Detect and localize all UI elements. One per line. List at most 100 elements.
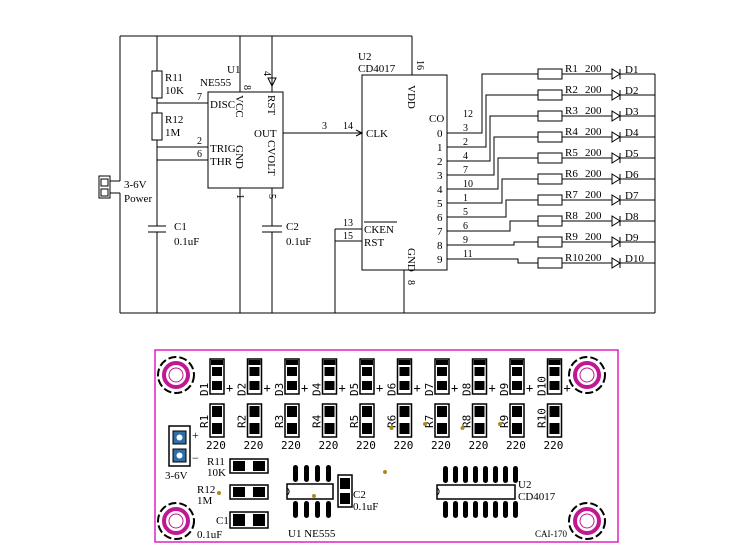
led-resistor-value-10: 200 <box>585 252 602 264</box>
led-resistor-ref-2: R2 <box>565 84 578 96</box>
net-3-label: 3 <box>322 121 327 132</box>
led-resistor-4 <box>537 131 563 143</box>
pcb-resistor-value-1: 220 <box>206 439 226 452</box>
pcb-r11-value: 10K <box>207 467 226 479</box>
output-wire-6 <box>447 178 538 204</box>
c1-value: 0.1uF <box>174 236 199 248</box>
pcb-led-label-3: D3 <box>273 383 286 396</box>
led-ref-6: D6 <box>625 169 639 181</box>
led-resistor-ref-6: R6 <box>565 168 578 180</box>
pcb-resistor-footprint-3 <box>284 403 300 438</box>
u1-pin8: 8 <box>241 85 252 90</box>
pcb-led-label-2: D2 <box>236 383 249 396</box>
pcb-led-plus-9: + <box>526 381 533 395</box>
pcb-resistor-value-10: 220 <box>544 439 564 452</box>
pcb-led-label-1: D1 <box>198 383 211 396</box>
u2-q0-pin: 3 <box>463 123 468 134</box>
led-resistor-6 <box>537 173 563 185</box>
pcb-resistor-value-4: 220 <box>319 439 339 452</box>
output-wire-5 <box>447 157 538 190</box>
pcb-led-plus-8: + <box>489 381 496 395</box>
pcb-led-plus-3: + <box>301 381 308 395</box>
led-resistor-value-1: 200 <box>585 63 602 75</box>
pcb-led-row: D1+D2+D3+D4+D5+D6+D7+D8+D9+D10+ <box>198 358 571 396</box>
led-resistor-ref-1: R1 <box>565 63 578 75</box>
output-wire-2 <box>447 94 538 148</box>
pcb-outline <box>154 349 619 543</box>
pcb-led-footprint-1 <box>209 358 225 395</box>
pcb-u2-part: CD4017 <box>518 491 556 503</box>
mount-hole-ring-3 <box>157 502 195 540</box>
pcb-resistor-value-6: 220 <box>394 439 414 452</box>
u2-rst-label: RST <box>364 237 384 249</box>
u1-ref: U1 <box>227 64 240 76</box>
pcb-resistor-row: R1220R2220R3220R4220R5220R6220R7220R8220… <box>198 403 564 452</box>
led-resistor-ref-7: R7 <box>565 189 578 201</box>
led-ref-7: D7 <box>625 190 639 202</box>
led-ref-5: D5 <box>625 148 639 160</box>
pcb-led-plus-10: + <box>564 381 571 395</box>
pcb-c1-ref: C1 <box>216 515 229 527</box>
pcb-led-plus-2: + <box>264 381 271 395</box>
led-resistor-1 <box>537 68 563 80</box>
u2-clk-label: CLK <box>366 128 388 140</box>
u2-part: CD4017 <box>358 63 396 75</box>
u2-pin12: 12 <box>463 109 473 120</box>
led-resistor-8 <box>537 215 563 227</box>
power-connector <box>98 175 111 199</box>
led-resistor-7 <box>537 194 563 206</box>
pcb-r11-ref: R11 <box>207 456 225 468</box>
u2-q1-label: 1 <box>437 142 443 154</box>
u2-q7-pin: 6 <box>463 221 468 232</box>
pcb-resistor-value-3: 220 <box>281 439 301 452</box>
pcb-resistor-footprint-10 <box>546 403 563 438</box>
u2-q8-label: 8 <box>437 240 443 252</box>
led-diode-6 <box>611 173 621 185</box>
u2-q3-pin: 7 <box>463 165 468 176</box>
pcb-power-header <box>168 425 191 467</box>
mount-hole-3 <box>162 507 190 535</box>
power-pin-minus <box>100 188 109 197</box>
u1-ne555-body <box>207 91 284 189</box>
u2-pin13: 13 <box>343 218 353 229</box>
u2-q4-pin: 10 <box>463 179 473 190</box>
pcb-resistor-footprint-1 <box>209 403 225 438</box>
led-ref-2: D2 <box>625 85 638 97</box>
mount-hole-ring-1 <box>157 356 195 394</box>
r11-ref: R11 <box>165 72 183 84</box>
pcb-r12-ref: R12 <box>197 484 215 496</box>
led-resistor-value-3: 200 <box>585 105 602 117</box>
led-ref-9: D9 <box>625 232 639 244</box>
led-diode-1 <box>611 68 621 80</box>
u2-q7-label: 7 <box>437 226 443 238</box>
pcb-u2-ref: U2 <box>518 479 531 491</box>
led-resistor-value-2: 200 <box>585 84 602 96</box>
pcb-led-footprint-5 <box>359 358 375 395</box>
pcb-resistor-footprint-7 <box>434 403 450 438</box>
u2-q1-pin: 2 <box>463 137 468 148</box>
u2-cken-label: CKEN <box>364 224 394 236</box>
u2-q2-pin: 4 <box>463 151 468 162</box>
pcb-resistor-footprint-2 <box>246 403 263 438</box>
u2-gnd-label: GND <box>405 248 417 272</box>
pcb-led-plus-4: + <box>339 381 346 395</box>
mount-hole-ring-4 <box>568 502 606 540</box>
pcb-led-footprint-9 <box>509 358 525 395</box>
output-wire-8 <box>447 220 538 232</box>
u2-q4-label: 4 <box>437 184 443 196</box>
power-voltage: 3-6V <box>124 179 147 191</box>
output-wire-9 <box>447 241 538 246</box>
u2-q0-label: 0 <box>437 128 443 140</box>
u2-q8-pin: 9 <box>463 235 468 246</box>
output-wire-4 <box>447 136 538 176</box>
u2-pin8: 8 <box>405 280 416 285</box>
led-resistor-ref-10: R10 <box>565 252 584 264</box>
u2-ref: U2 <box>358 51 371 63</box>
u1-gnd-label: GND <box>233 145 245 169</box>
power-label: Power <box>124 193 152 205</box>
pcb-power-label: 3-6V <box>165 470 188 482</box>
pcb-led-label-5: D5 <box>348 383 361 396</box>
u1-out-label: OUT <box>254 128 277 140</box>
